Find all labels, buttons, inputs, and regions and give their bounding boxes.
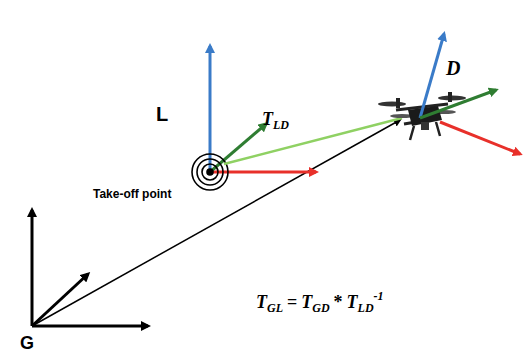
frame-label: L <box>156 104 168 124</box>
global-frame <box>32 210 148 326</box>
ld-transform-label: TLD <box>262 110 289 131</box>
transform-equation: TGL=TGD*TLD-1 <box>256 290 384 314</box>
equation-symbol: T <box>301 292 312 312</box>
equation-index: -1 <box>374 289 384 303</box>
frame-label: G <box>20 334 34 352</box>
equation-index: GD <box>312 301 329 315</box>
equation-index: LD <box>358 301 374 315</box>
equation-symbol: T <box>262 109 273 129</box>
point-label: Take-off point <box>93 188 171 200</box>
drone-frame <box>420 34 520 154</box>
equation-symbol: T <box>347 292 358 312</box>
frame-label: D <box>446 58 460 78</box>
equation-operator: * <box>330 292 347 312</box>
equation-symbol: T <box>256 292 267 312</box>
equation-index: GL <box>267 301 283 315</box>
ld-vector <box>224 118 402 164</box>
gd-vector <box>32 120 400 326</box>
equation-operator: = <box>283 292 301 312</box>
takeoff-target <box>192 154 228 190</box>
equation-index: LD <box>273 118 289 132</box>
